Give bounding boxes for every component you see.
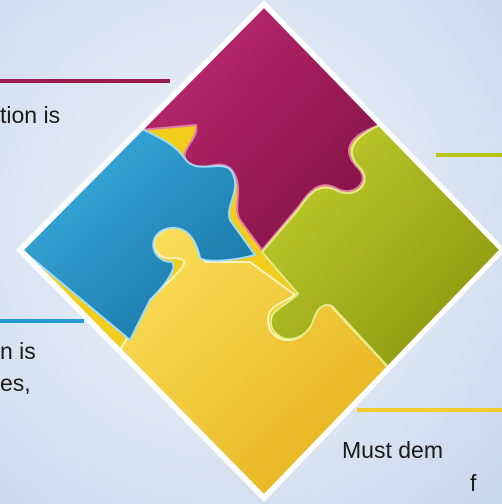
callout-bottom-right-line2: f [470,470,477,496]
puzzle-piece-blue [22,126,257,342]
callout-top-left: tion is [0,102,61,128]
callout-mid-left-line1: n is [0,338,36,364]
callout-bottom-right-line1: Must dem [342,437,443,463]
callout-mid-left-line2: es, [0,370,31,396]
